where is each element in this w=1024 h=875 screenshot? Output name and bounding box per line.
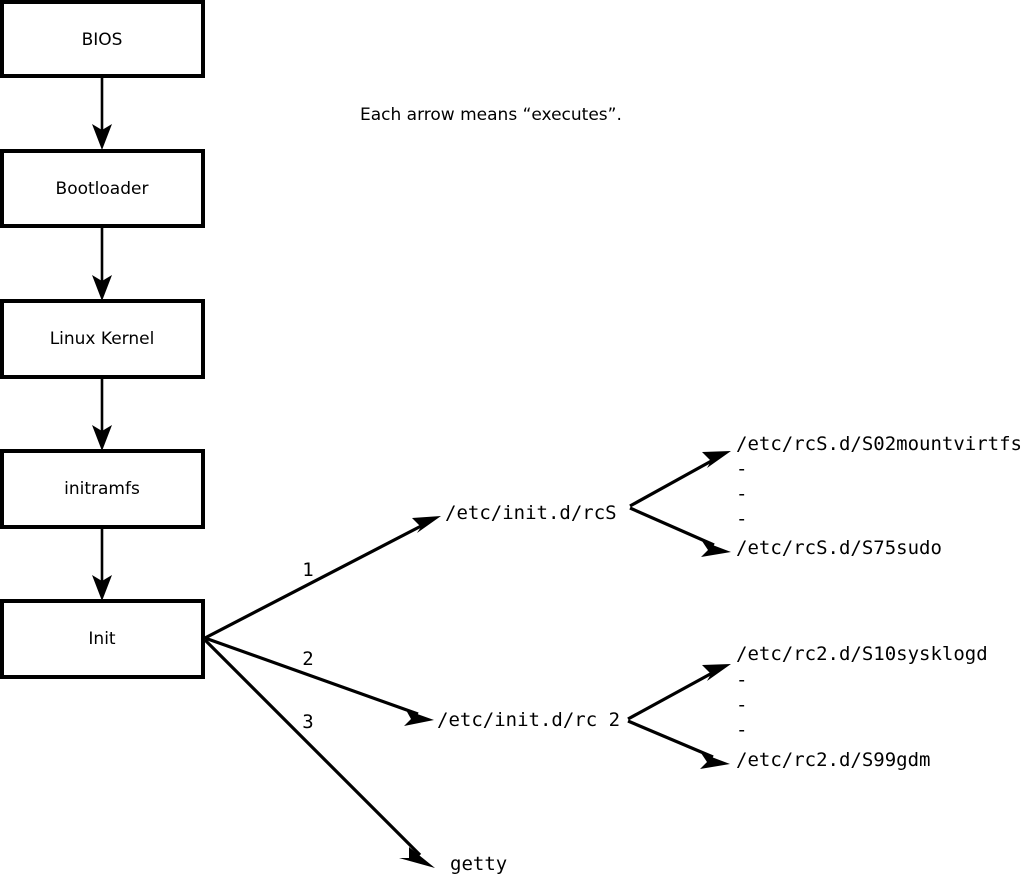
node-initramfs[interactable]: initramfs bbox=[0, 449, 205, 529]
rcs-ellipsis-dash-1: - bbox=[736, 458, 747, 480]
node-bootloader[interactable]: Bootloader bbox=[0, 149, 205, 228]
initramfs-box[interactable] bbox=[0, 449, 205, 529]
label-rcs-last-script[interactable]: /etc/rcS.d/S75sudo bbox=[736, 537, 942, 559]
init-box[interactable] bbox=[0, 599, 205, 679]
arrow-bios-to-bootloader bbox=[92, 76, 112, 150]
label-etc-init-d-rcs[interactable]: /etc/init.d/rcS bbox=[445, 502, 617, 524]
init-label: Init bbox=[88, 629, 116, 649]
arrow-rcs-to-last-script bbox=[629, 506, 731, 557]
label-getty[interactable]: getty bbox=[450, 853, 507, 875]
arrow-kernel-to-initramfs bbox=[92, 377, 112, 451]
node-bios[interactable]: BIOS bbox=[0, 0, 205, 78]
label-rc2-last-script[interactable]: /etc/rc2.d/S99gdm bbox=[736, 749, 930, 771]
linux-kernel-label: Linux Kernel bbox=[50, 329, 155, 349]
label-rcs-first-script[interactable]: /etc/rcS.d/S02mountvirtfs bbox=[736, 433, 1022, 455]
rc2-ellipsis-dash-3: - bbox=[736, 719, 747, 741]
arrow-rc2-to-last-script bbox=[627, 719, 730, 769]
arrow-init-branch-2 bbox=[204, 636, 434, 726]
node-init[interactable]: Init bbox=[0, 599, 205, 679]
label-etc-init-d-rc2[interactable]: /etc/init.d/rc 2 bbox=[437, 709, 620, 731]
rcs-ellipsis-dash-3: - bbox=[736, 508, 747, 530]
arrow-initramfs-to-init bbox=[92, 527, 112, 601]
arrow-rcs-to-first-script bbox=[629, 451, 731, 508]
node-linux-kernel[interactable]: Linux Kernel bbox=[0, 299, 205, 379]
rc2-ellipsis-dash-2: - bbox=[736, 694, 747, 716]
bootloader-label: Bootloader bbox=[56, 179, 149, 199]
arrow-rc2-to-first-script bbox=[627, 664, 731, 721]
label-rc2-first-script[interactable]: /etc/rc2.d/S10sysklogd bbox=[736, 643, 988, 665]
rcs-ellipsis-dash-2: - bbox=[736, 483, 747, 505]
rc2-ellipsis-dash-1: - bbox=[736, 669, 747, 691]
arrow-init-branch-3 bbox=[203, 638, 435, 868]
bios-label: BIOS bbox=[82, 30, 123, 50]
arrow-bootloader-to-kernel bbox=[92, 226, 112, 301]
arrow-init-branch-1 bbox=[204, 516, 441, 640]
branch-2-number: 2 bbox=[302, 648, 313, 670]
diagram-caption: Each arrow means “executes”. bbox=[360, 105, 622, 125]
branch-3-number: 3 bbox=[302, 711, 313, 733]
branch-1-number: 1 bbox=[302, 559, 313, 581]
bios-box[interactable] bbox=[0, 0, 205, 78]
initramfs-label: initramfs bbox=[64, 479, 140, 499]
